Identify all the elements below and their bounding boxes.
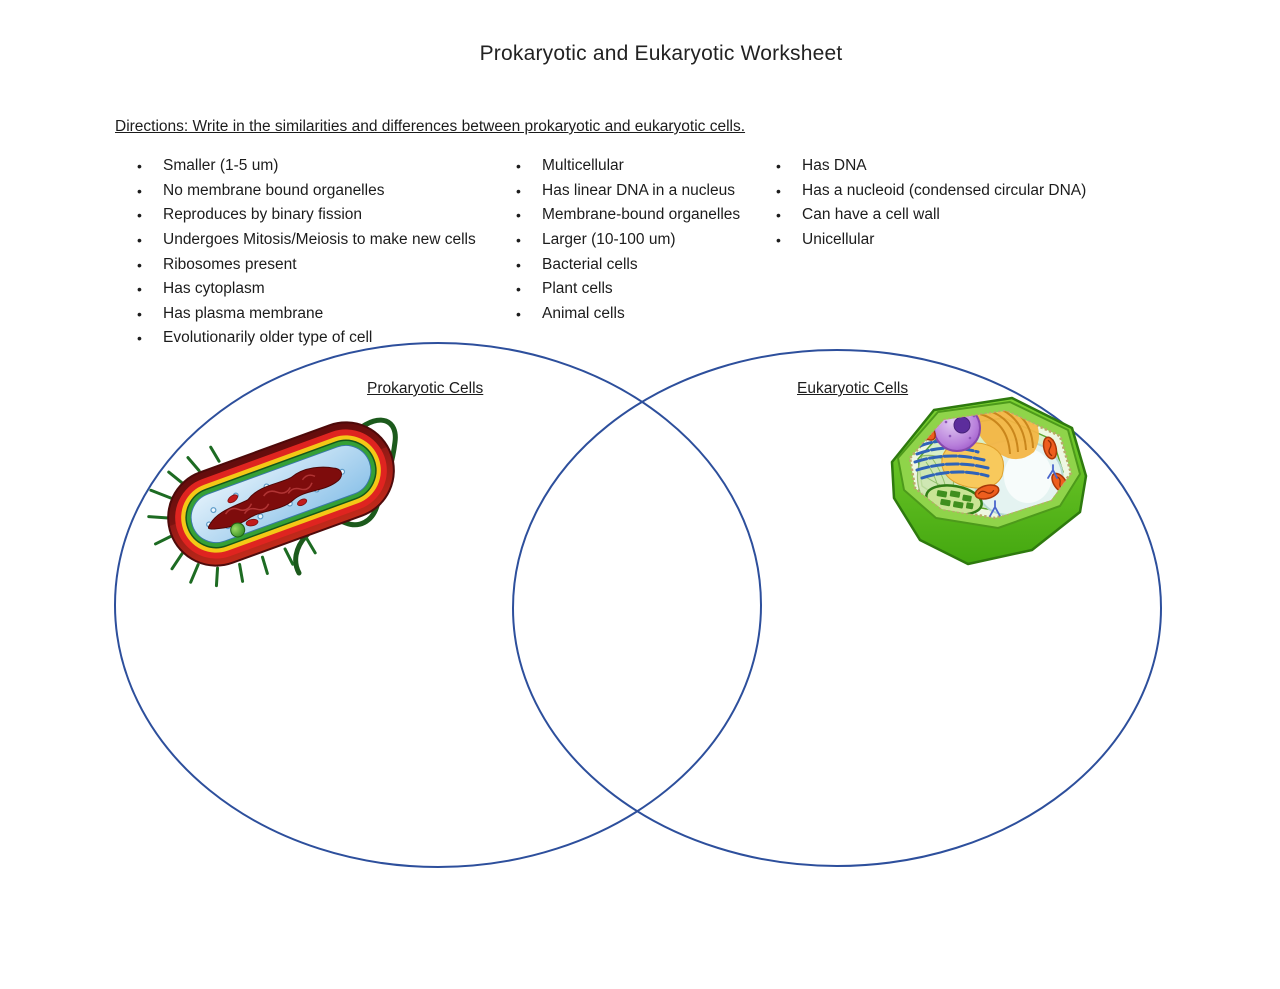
list-item-text: Ribosomes present (163, 255, 297, 273)
venn-left-label: Prokaryotic Cells (367, 380, 484, 397)
bacterium-illustration (147, 408, 398, 588)
bullet-marker: • (137, 305, 142, 322)
list-item-text: Has DNA (802, 157, 867, 175)
list-item-text: Undergoes Mitosis/Meiosis to make new ce… (163, 231, 476, 249)
bullet-marker: • (516, 256, 521, 273)
nucleoid (207, 466, 343, 530)
list-item-text: Reproduces by binary fission (163, 206, 363, 224)
word-bank-column-3: • Has DNA • Has a nucleoid (condensed ci… (776, 154, 1086, 252)
word-bank-column-1: • Smaller (1-5 um) • No membrane bound o… (137, 154, 476, 351)
list-item: • Has a nucleoid (condensed circular DNA… (776, 179, 1086, 204)
list-item-text: Smaller (1-5 um) (163, 157, 279, 175)
bullet-marker: • (137, 232, 142, 249)
list-item: • Larger (10-100 um) (516, 228, 740, 253)
list-item: • Multicellular (516, 154, 740, 179)
list-item: • Plant cells (516, 277, 740, 302)
list-item-text: Evolutionarily older type of cell (163, 329, 373, 347)
directions-text: Directions: Write in the similarities an… (115, 118, 746, 135)
bullet-marker: • (516, 305, 521, 322)
bullet-marker: • (776, 182, 781, 199)
bullet-marker: • (137, 158, 142, 175)
bullet-marker: • (516, 182, 521, 199)
list-item: • Membrane-bound organelles (516, 203, 740, 228)
list-item-text: Unicellular (802, 231, 875, 249)
cytoskeleton-marks (989, 464, 1058, 517)
bullet-marker: • (516, 158, 521, 175)
list-item: • Reproduces by binary fission (137, 203, 476, 228)
bullet-marker: • (137, 281, 142, 298)
list-item: • Can have a cell wall (776, 203, 1086, 228)
list-item: • Smaller (1-5 um) (137, 154, 476, 179)
list-item-text: Bacterial cells (542, 255, 638, 273)
plant-cell-illustration (890, 396, 1088, 566)
bullet-marker: • (137, 256, 142, 273)
list-item: • Has plasma membrane (137, 302, 476, 327)
bullet-marker: • (137, 207, 142, 224)
list-item: • Animal cells (516, 302, 740, 327)
venn-left-circle (114, 342, 762, 868)
bullet-marker: • (776, 232, 781, 249)
list-item-text: Larger (10-100 um) (542, 231, 676, 249)
list-item: • Ribosomes present (137, 252, 476, 277)
venn-right-label: Eukaryotic Cells (797, 380, 909, 397)
list-item-text: Animal cells (542, 304, 625, 322)
storage-granule (230, 522, 246, 538)
list-item-text: Has linear DNA in a nucleus (542, 181, 735, 199)
bullet-marker: • (516, 207, 521, 224)
flagellum (293, 417, 398, 576)
list-item: • Has DNA (776, 154, 1086, 179)
plasmids (227, 494, 308, 527)
list-item: • Undergoes Mitosis/Meiosis to make new … (137, 228, 476, 253)
nucleoid-strands (224, 474, 316, 515)
list-item-text: Plant cells (542, 280, 613, 298)
venn-right-circle (512, 349, 1162, 867)
list-item-text: Membrane-bound organelles (542, 206, 741, 224)
list-item: • No membrane bound organelles (137, 179, 476, 204)
bullet-marker: • (137, 330, 142, 347)
word-bank-column-2: • Multicellular • Has linear DNA in a nu… (516, 154, 740, 326)
list-item: • Bacterial cells (516, 252, 740, 277)
bullet-marker: • (137, 182, 142, 199)
list-item: • Has cytoplasm (137, 277, 476, 302)
bullet-marker: • (516, 281, 521, 298)
bullet-marker: • (516, 232, 521, 249)
vacuole-highlight (1004, 449, 1052, 503)
list-item: • Unicellular (776, 228, 1086, 253)
list-item-text: Has cytoplasm (163, 280, 265, 298)
list-item: • Evolutionarily older type of cell (137, 326, 476, 351)
pili (147, 445, 317, 588)
page-title: Prokaryotic and Eukaryotic Worksheet (479, 42, 843, 65)
list-item-text: Has a nucleoid (condensed circular DNA) (802, 181, 1087, 199)
bullet-marker: • (776, 158, 781, 175)
list-item-text: Multicellular (542, 157, 624, 175)
list-item: • Has linear DNA in a nucleus (516, 179, 740, 204)
bullet-marker: • (776, 207, 781, 224)
bacterium-body (147, 408, 395, 588)
list-item-text: No membrane bound organelles (163, 181, 385, 199)
list-item-text: Can have a cell wall (802, 206, 940, 224)
nucleolus (953, 416, 971, 434)
list-item-text: Has plasma membrane (163, 304, 324, 322)
